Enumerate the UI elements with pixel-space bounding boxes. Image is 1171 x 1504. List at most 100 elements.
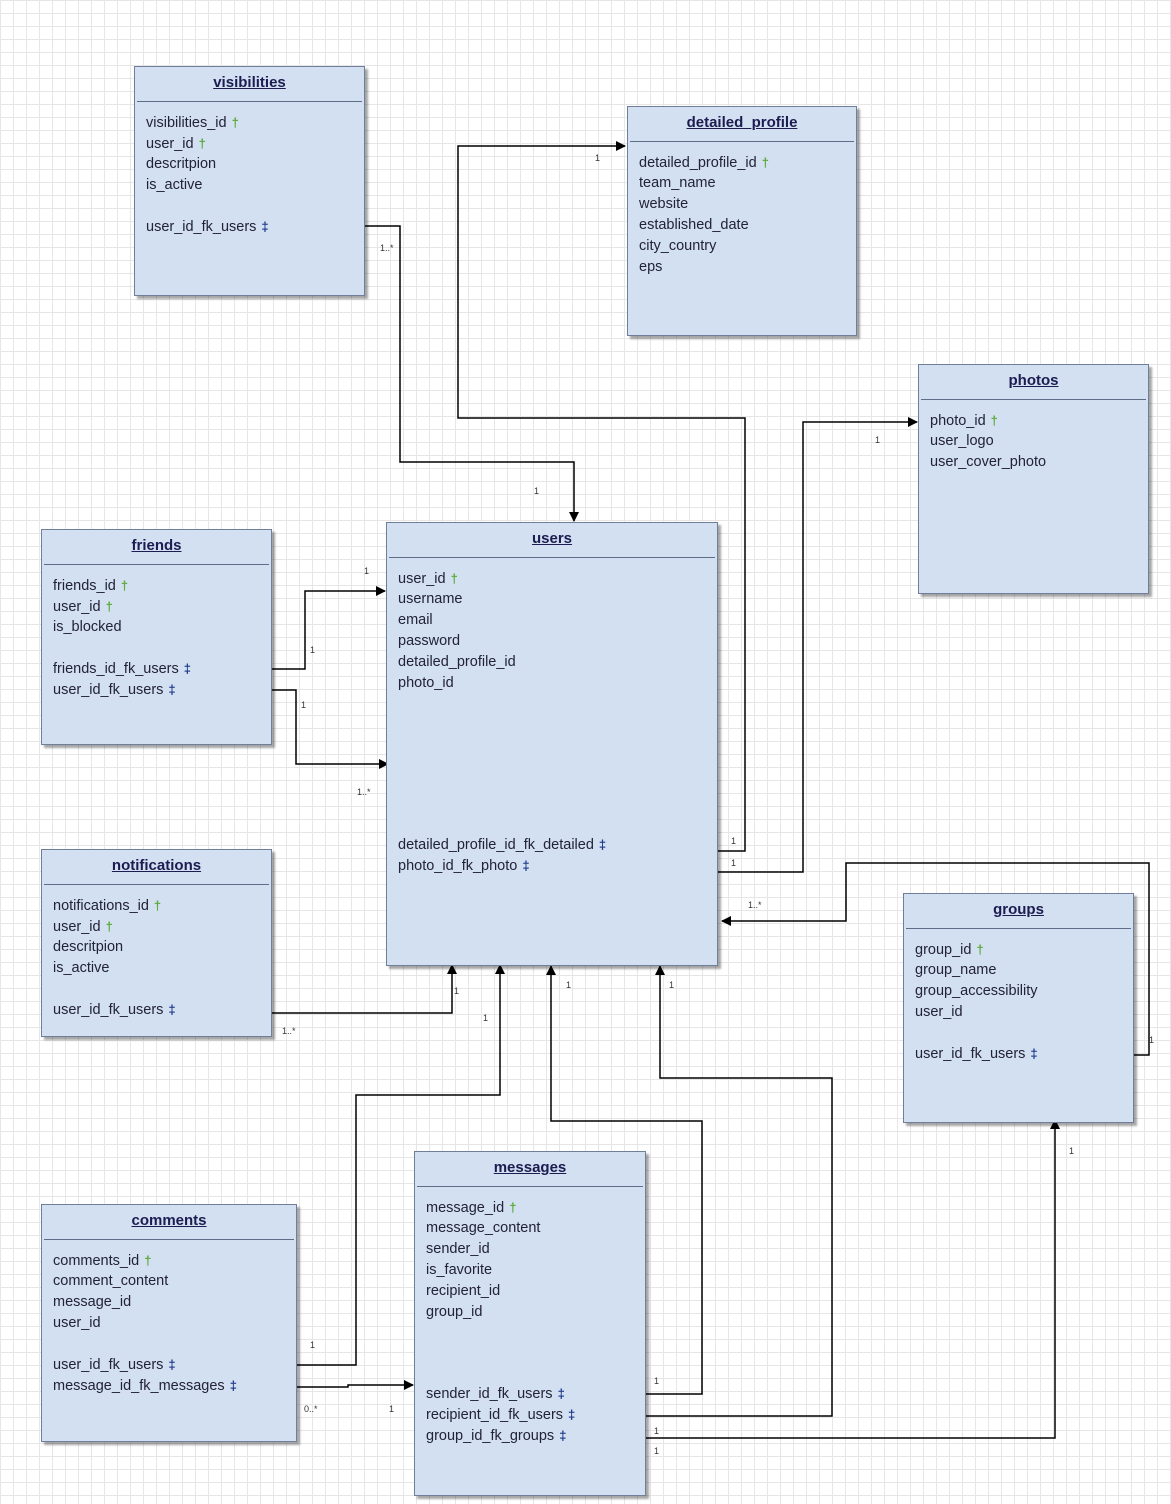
field-row[interactable]: message_id† <box>426 1197 645 1218</box>
entity-title: notifications <box>44 850 269 885</box>
field-row[interactable]: comments_id† <box>53 1250 296 1271</box>
field-name: user_id_fk_users <box>53 1357 164 1373</box>
field-row[interactable]: group_id† <box>915 939 1133 960</box>
field-row[interactable]: established_date <box>639 215 856 236</box>
field-name: user_id <box>53 599 101 615</box>
field-row[interactable]: user_id† <box>146 133 364 154</box>
field-spacer <box>398 814 717 834</box>
field-row[interactable]: recipient_id_fk_users‡ <box>426 1404 645 1425</box>
field-name: user_id_fk_users <box>146 219 257 235</box>
foreign-key-icon: ‡ <box>568 1407 576 1422</box>
field-name: user_id <box>53 1315 101 1331</box>
field-row[interactable]: user_id <box>53 1313 296 1334</box>
field-name: user_logo <box>930 433 994 449</box>
field-name: detailed_profile_id_fk_detailed <box>398 837 594 853</box>
field-row[interactable]: user_id_fk_users‡ <box>146 216 364 237</box>
field-row[interactable]: friends_id† <box>53 575 271 596</box>
field-row[interactable]: visibilities_id† <box>146 112 364 133</box>
field-row[interactable]: is_blocked <box>53 617 271 638</box>
field-row[interactable]: photo_id† <box>930 410 1148 431</box>
field-row[interactable]: user_logo <box>930 431 1148 452</box>
entity-photos[interactable]: photos photo_id† user_logo user_cover_photo <box>918 364 1149 594</box>
cardinality-label: 1 <box>731 836 737 846</box>
field-row[interactable]: group_accessibility <box>915 981 1133 1002</box>
field-row[interactable]: photo_id <box>398 673 717 694</box>
field-row[interactable]: message_id <box>53 1292 296 1313</box>
field-row[interactable]: comment_content <box>53 1271 296 1292</box>
field-row[interactable]: message_id_fk_messages‡ <box>53 1375 296 1396</box>
field-row[interactable]: friends_id_fk_users‡ <box>53 658 271 679</box>
field-row[interactable]: eps <box>639 257 856 278</box>
cardinality-label: 1 <box>654 1376 660 1386</box>
field-row[interactable]: detailed_profile_id_fk_detailed‡ <box>398 834 717 855</box>
field-name: friends_id_fk_users <box>53 661 179 677</box>
entity-title: photos <box>921 365 1146 400</box>
entity-notifications[interactable]: notifications notifications_id†user_id†de… <box>41 849 272 1037</box>
field-row[interactable]: email <box>398 610 717 631</box>
field-row[interactable]: username <box>398 589 717 610</box>
field-name: user_id_fk_users <box>915 1046 1026 1062</box>
field-name: group_id <box>426 1304 483 1320</box>
cardinality-label: 1..* <box>282 1026 296 1036</box>
field-list: friends_id†user_id†is_blocked friends_id_… <box>42 565 271 700</box>
field-name: sender_id_fk_users <box>426 1386 553 1402</box>
field-name: group_accessibility <box>915 983 1038 999</box>
field-row[interactable]: user_id_fk_users‡ <box>915 1043 1133 1064</box>
field-row[interactable]: team_name <box>639 173 856 194</box>
field-name: username <box>398 591 463 607</box>
primary-key-icon: † <box>761 155 769 170</box>
field-row[interactable]: is_active <box>146 175 364 196</box>
field-row[interactable]: is_favorite <box>426 1260 645 1281</box>
field-row[interactable]: user_id_fk_users‡ <box>53 679 271 700</box>
field-row[interactable]: user_id_fk_users‡ <box>53 999 271 1020</box>
field-spacer <box>426 1343 645 1363</box>
primary-key-icon: † <box>153 898 162 913</box>
entity-title: friends <box>44 530 269 565</box>
cardinality-label: 1..* <box>748 900 762 910</box>
field-row[interactable]: user_cover_photo <box>930 452 1148 473</box>
field-row[interactable]: detailed_profile_id† <box>639 152 856 173</box>
field-row[interactable]: photo_id_fk_photo‡ <box>398 855 717 876</box>
field-row[interactable]: is_active <box>53 958 271 979</box>
field-row[interactable]: user_id† <box>398 568 717 589</box>
cardinality-label: 1 <box>483 1013 489 1023</box>
field-row[interactable]: group_name <box>915 960 1133 981</box>
cardinality-label: 1 <box>310 645 316 655</box>
field-row[interactable]: user_id† <box>53 916 271 937</box>
field-row[interactable]: user_id_fk_users‡ <box>53 1354 296 1375</box>
cardinality-label: 1 <box>566 980 572 990</box>
field-row[interactable]: sender_id <box>426 1239 645 1260</box>
field-row[interactable]: city_country <box>639 236 856 257</box>
field-row[interactable]: detailed_profile_id <box>398 652 717 673</box>
field-row[interactable]: recipient_id <box>426 1281 645 1302</box>
field-row[interactable]: descritpion <box>53 937 271 958</box>
field-name: recipient_id <box>426 1283 501 1299</box>
field-row[interactable]: notifications_id† <box>53 895 271 916</box>
field-name: sender_id <box>426 1241 490 1257</box>
field-name: message_content <box>426 1220 541 1236</box>
field-spacer <box>398 714 717 734</box>
cardinality-label: 1 <box>654 1426 660 1436</box>
field-row[interactable]: password <box>398 631 717 652</box>
field-row[interactable]: group_id_fk_groups‡ <box>426 1425 645 1446</box>
field-row[interactable]: message_content <box>426 1218 645 1239</box>
field-row[interactable]: group_id <box>426 1302 645 1323</box>
field-row[interactable]: descritpion <box>146 154 364 175</box>
field-row[interactable]: user_id <box>915 1002 1133 1023</box>
field-row[interactable]: sender_id_fk_users‡ <box>426 1383 645 1404</box>
cardinality-label: 1 <box>454 986 460 996</box>
field-row[interactable]: website <box>639 194 856 215</box>
field-row[interactable]: user_id† <box>53 596 271 617</box>
field-name: message_id <box>426 1200 505 1216</box>
